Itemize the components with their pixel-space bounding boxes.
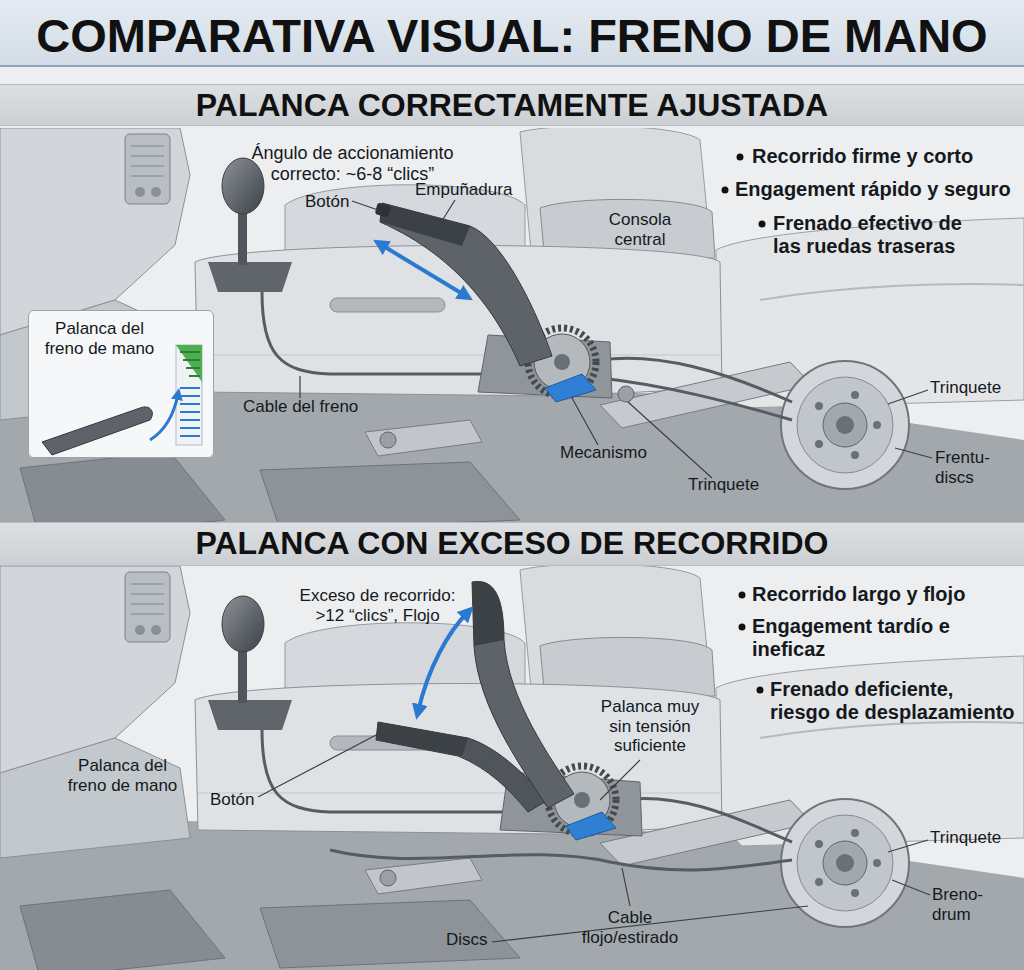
callout-label: Exceso de recorrido: >12 “clics”, Flojo — [290, 586, 465, 625]
top-scene — [0, 128, 1024, 522]
callout-label: Ángulo de accionamiento correcto: ~6-8 “… — [250, 143, 455, 184]
loose-cable — [330, 850, 792, 870]
scale-green — [176, 345, 202, 382]
bullet-dot — [757, 687, 764, 694]
bullet-dot — [739, 592, 746, 599]
lever-grip — [376, 722, 468, 756]
section-title: PALANCA CON EXCESO DE RECORRIDO — [0, 523, 1024, 563]
leader-line — [258, 734, 930, 942]
title-rule — [0, 65, 1024, 67]
bullet-point: Recorrido largo y flojo — [752, 583, 965, 606]
part-label: Trinquete — [930, 378, 1001, 398]
inset-caption: Palanca del freno de mano — [37, 319, 162, 358]
part-label: Trinquete — [688, 475, 759, 495]
handbrake-lever — [380, 203, 552, 366]
lever-icon — [42, 407, 152, 455]
part-label: Trinquete — [930, 828, 1001, 848]
part-label: Mecanismo — [560, 443, 647, 463]
travel-arrow — [418, 612, 468, 712]
pivot — [554, 354, 570, 370]
section-title: PALANCA CORRECTAMENTE AJUSTADA — [0, 85, 1024, 125]
bullet-point: Frenado efectivo de las ruedas traseras — [773, 212, 978, 258]
part-label: Frentu- discs — [935, 448, 995, 487]
bullet-point: Frenado deficiente, riesgo de desplazami… — [770, 678, 1017, 724]
brake-cable — [620, 798, 792, 842]
part-label: Cable del freno — [243, 397, 358, 417]
part-label: Botón — [305, 192, 349, 212]
handbrake-lever — [472, 581, 574, 808]
part-label: Cable flojo/estirado — [565, 908, 695, 947]
bullet-dot — [739, 624, 746, 631]
part-label: Empuñadura — [415, 180, 512, 200]
part-label: Breno- drum — [932, 885, 992, 924]
part-label: Discs — [446, 930, 488, 950]
inset-box: Palanca del freno de mano — [28, 310, 214, 458]
bullet-dot — [722, 187, 729, 194]
car-interior — [0, 128, 1024, 522]
bullet-point: Engagement tardío e ineficaz — [752, 615, 982, 661]
lever-grip — [472, 581, 504, 646]
page-title: COMPARATIVA VISUAL: FRENO DE MANO — [0, 4, 1024, 68]
pawl — [545, 374, 596, 402]
car-interior — [0, 566, 1024, 970]
brake-cable — [600, 378, 792, 420]
section-header: PALANCA CORRECTAMENTE AJUSTADA — [0, 84, 1024, 126]
part-label: Palanca del freno de mano — [60, 756, 185, 795]
travel-arrow — [380, 244, 466, 296]
scale-tick — [180, 352, 200, 376]
part-label: Consola central — [600, 210, 680, 249]
bullet-dot — [737, 154, 744, 161]
lever-grip — [380, 203, 470, 246]
inset-illustration — [28, 310, 214, 458]
section-header: PALANCA CON EXCESO DE RECORRIDO — [0, 522, 1024, 566]
callout-label: Palanca muy sin tensión suficiente — [595, 697, 705, 756]
bullet-point: Engagement rápido y seguro — [735, 178, 1011, 201]
bullet-point: Recorrido firme y corto — [752, 145, 973, 168]
bolt — [618, 386, 634, 402]
part-label: Botón — [210, 790, 254, 810]
scale-bar — [176, 345, 202, 445]
lift-arrow — [150, 394, 178, 440]
bottom-scene — [0, 566, 1024, 970]
pivot — [574, 792, 590, 808]
scale-tick — [180, 388, 200, 436]
adjusted-mechanism — [262, 154, 932, 479]
inset-fill — [28, 310, 214, 458]
bullet-dot — [759, 221, 766, 228]
pawl — [566, 812, 616, 840]
